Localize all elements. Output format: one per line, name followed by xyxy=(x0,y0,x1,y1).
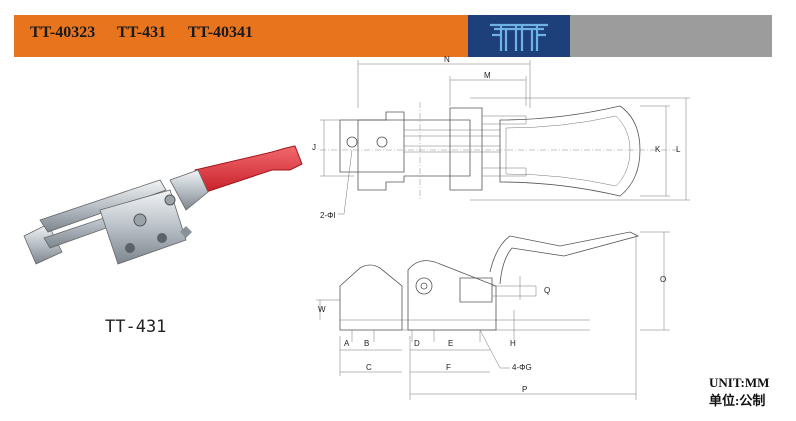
dim-label-n: N xyxy=(444,55,450,64)
unit-label-en: UNIT:MM xyxy=(709,375,770,390)
dim-label-b: B xyxy=(364,339,369,348)
banner-gray-panel xyxy=(570,15,772,57)
dim-label-w: W xyxy=(318,305,326,314)
dim-label-f: F xyxy=(446,363,451,372)
model-code: TT-40341 xyxy=(187,24,254,41)
unit-label-zh: 单位:公制 xyxy=(709,393,766,408)
model-list: TT-40323 TT-431 TT-40341 xyxy=(30,24,271,42)
model-code: TT-40323 xyxy=(30,24,96,41)
technical-drawing: N M J K L 2-ΦI O Q W A B C D E F H P 4-Φ… xyxy=(312,55,690,400)
dim-label-e: E xyxy=(448,339,453,348)
dim-label-j: J xyxy=(312,143,316,152)
dim-label-h: H xyxy=(510,339,516,348)
dim-label-hole-bottom: 4-ΦG xyxy=(512,363,532,372)
product-model-caption: TT-431 xyxy=(105,317,167,337)
dim-label-m: M xyxy=(484,71,491,80)
dim-label-k: K xyxy=(655,145,661,154)
banner-orange-panel: TT-40323 TT-431 TT-40341 xyxy=(14,15,468,57)
dim-label-a: A xyxy=(344,339,350,348)
dim-label-q: Q xyxy=(544,286,550,295)
dim-label-d: D xyxy=(414,339,420,348)
dim-label-hole-top: 2-ΦI xyxy=(320,211,336,220)
header-banner: TT-40323 TT-431 TT-40341 xyxy=(14,15,772,57)
dim-label-p: P xyxy=(522,385,527,394)
brand-logo-icon xyxy=(468,15,570,57)
dim-label-c: C xyxy=(366,363,372,372)
product-photo xyxy=(10,140,305,275)
model-code: TT-431 xyxy=(116,24,167,41)
dim-label-l: L xyxy=(676,145,681,154)
unit-note: UNIT:MM 单位:公制 xyxy=(709,374,769,410)
dim-label-o: O xyxy=(660,275,666,284)
